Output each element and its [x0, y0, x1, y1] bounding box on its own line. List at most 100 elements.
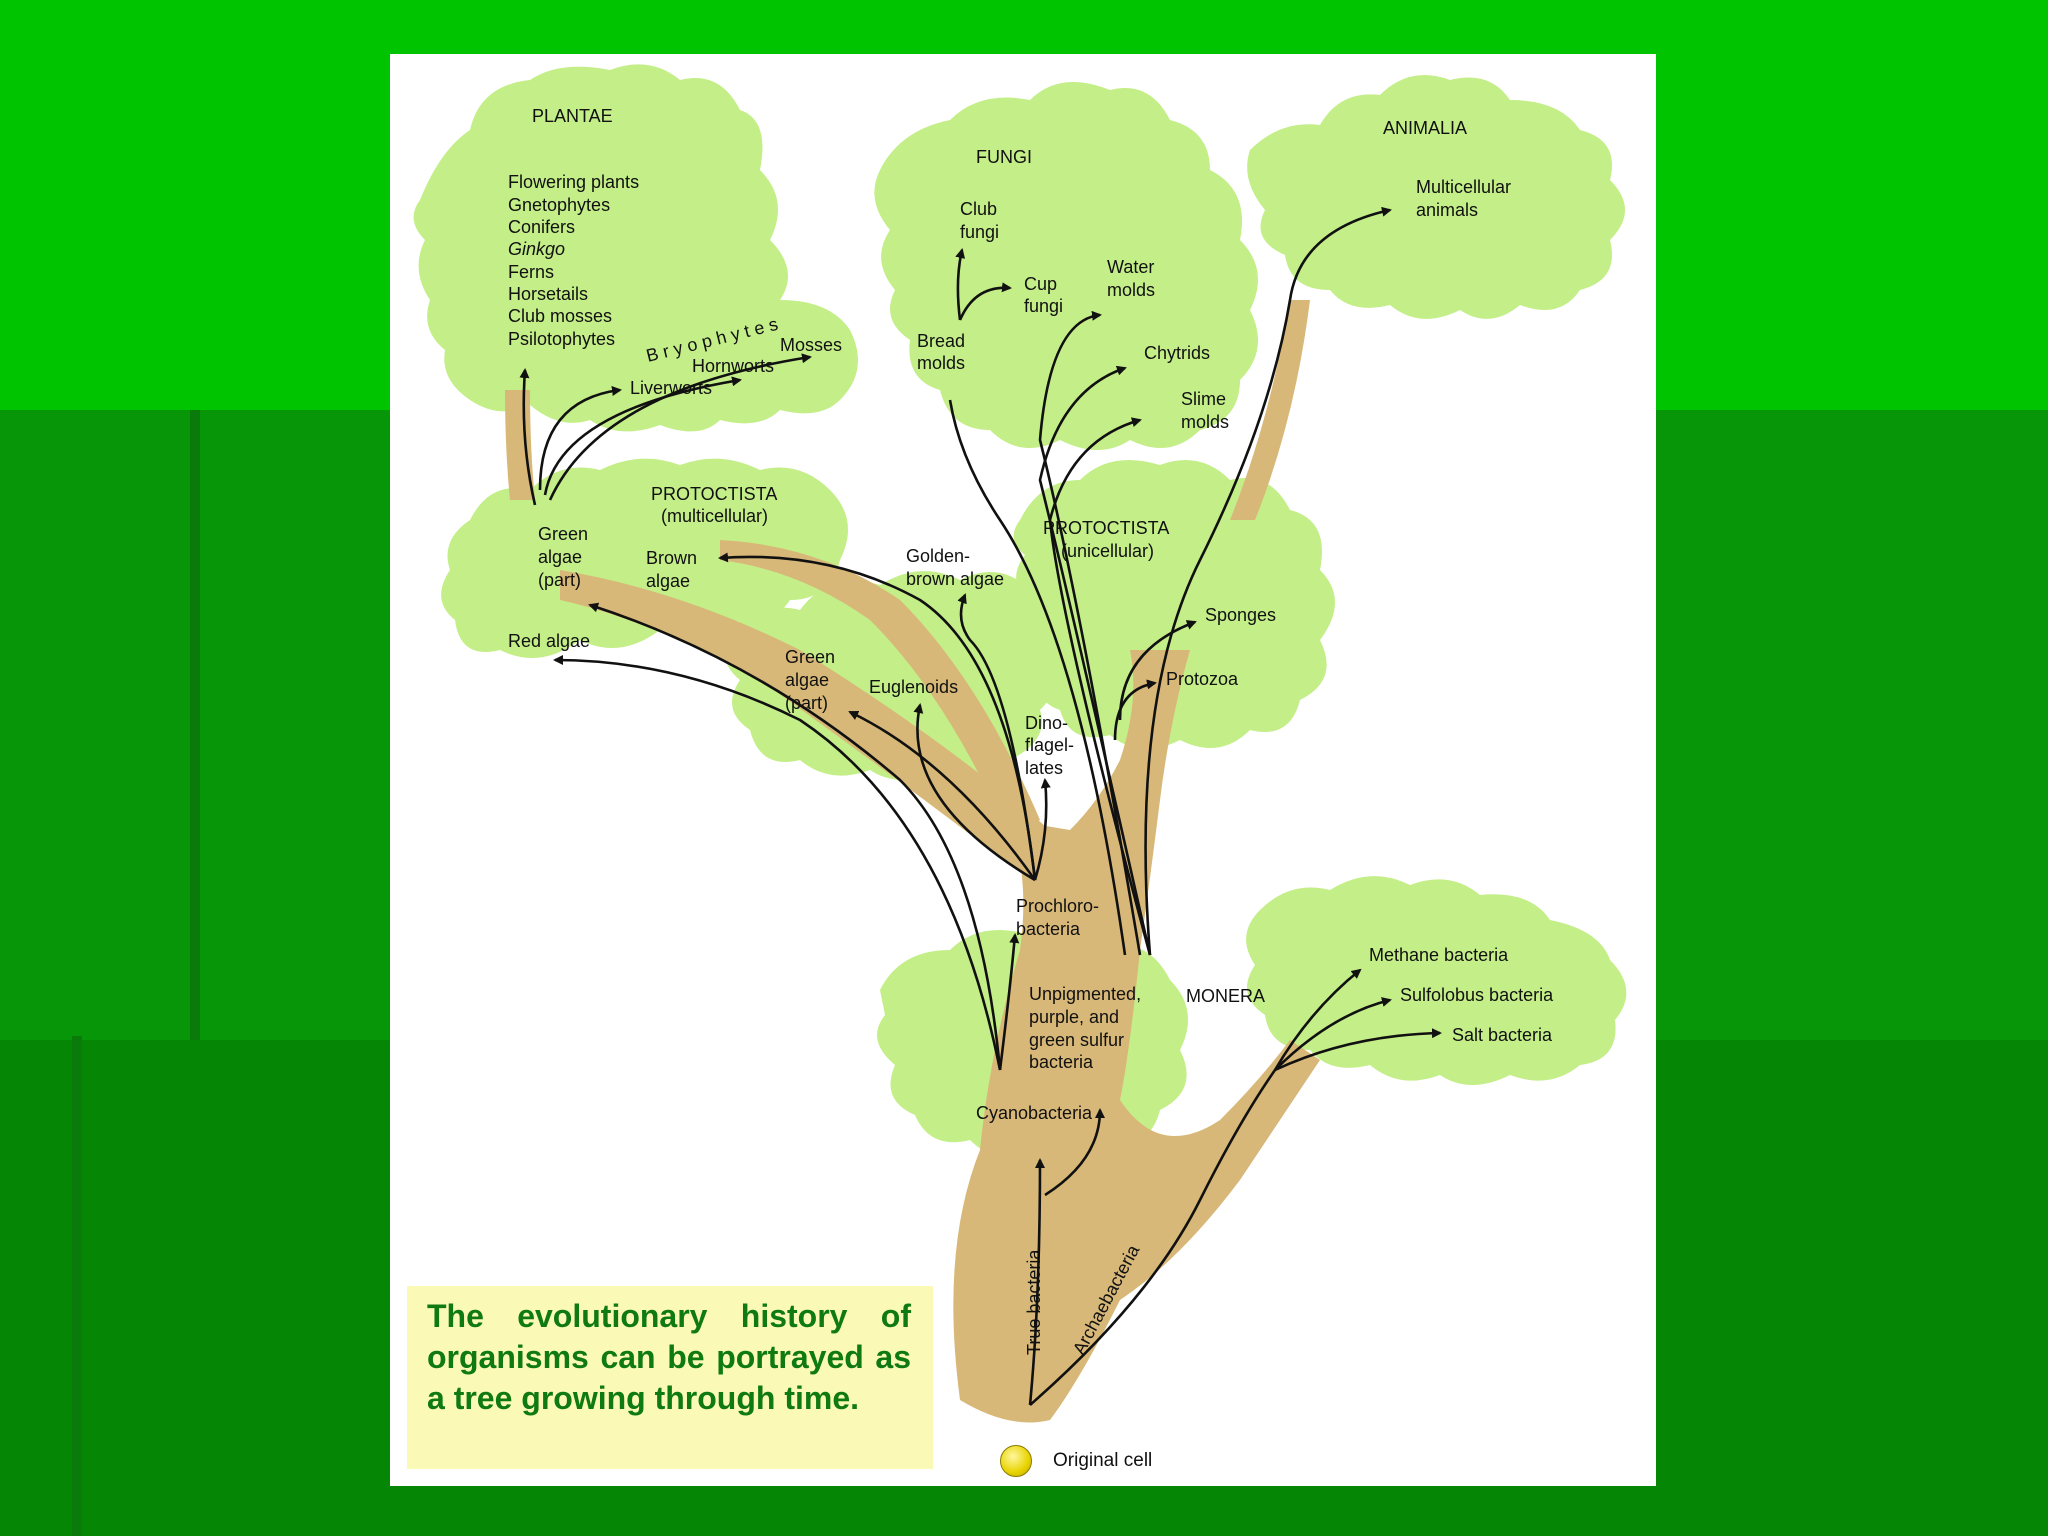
label-salt-bacteria: Salt bacteria [1452, 1025, 1553, 1045]
arrow-bread-club [955, 248, 966, 321]
original-cell-icon [1000, 1445, 1032, 1477]
foliage-animalia [1247, 75, 1625, 319]
label-mosses: Mosses [780, 335, 842, 355]
label-green-algae-2: (part) [785, 693, 828, 713]
label-multicellular-animals: animals [1416, 200, 1478, 220]
plantae-item: Conifers [508, 217, 575, 237]
arrow-to-bread-molds [948, 399, 1127, 956]
background-step-shadow [190, 410, 200, 1040]
label-cup-fungi: fungi [1024, 296, 1063, 316]
arrow-methane [1273, 968, 1362, 1071]
arrow-cyanobacteria-unpigmented [1044, 1108, 1105, 1197]
label-euglenoids: Euglenoids [869, 677, 958, 697]
label-bread-molds: Bread [917, 331, 965, 351]
arrow-to-plantae [519, 368, 537, 506]
label-brown-algae: algae [646, 571, 690, 591]
label-multicellular-animals: Multicellular [1416, 177, 1511, 197]
label-green-algae-2: Green [785, 647, 835, 667]
label-slime-molds: Slime [1181, 389, 1226, 409]
arrow-bread-cup [958, 282, 1012, 321]
label-protozoa: Protozoa [1166, 669, 1239, 689]
label-unpigmented: green sulfur [1029, 1030, 1124, 1050]
plantae-item: Horsetails [508, 284, 588, 304]
label-bread-molds: molds [917, 353, 965, 373]
foliage-protoctista-uni [1013, 460, 1335, 749]
label-cyanobacteria: Cyanobacteria [976, 1103, 1093, 1123]
arrow-true-bacteria-cyanobacteria [1028, 1158, 1045, 1406]
arrow-to-red-algae [553, 655, 1002, 1071]
label-unpigmented: purple, and [1029, 1007, 1119, 1027]
label-monera: MONERA [1186, 986, 1265, 1006]
arrow-to-green-algae-1 [588, 602, 1002, 1071]
arrow-to-hornworts [543, 376, 742, 496]
label-prochlorobacteria: bacteria [1016, 919, 1081, 939]
label-sponges: Sponges [1205, 605, 1276, 625]
label-liverworts: Liverworts [630, 378, 712, 398]
trunk-branch-animalia [1230, 300, 1310, 520]
arrow-to-dinoflagellates [1033, 778, 1051, 881]
arrow-to-euglenoids [913, 703, 1036, 882]
lineage-arrows [519, 206, 1442, 1406]
label-green-algae-1: algae [538, 547, 582, 567]
label-plantae: PLANTAE [532, 106, 613, 126]
label-animalia: ANIMALIA [1383, 118, 1467, 138]
background-step-shadow-lower [72, 1036, 82, 1536]
arrow-cyano-prochloro [998, 933, 1020, 1071]
label-golden-brown: Golden- [906, 546, 970, 566]
trunk-branch-brown [720, 540, 1040, 840]
trunk-main [953, 650, 1320, 1423]
foliage-protoctista-multi [441, 458, 848, 658]
arrow-archaebacteria [1029, 1069, 1277, 1406]
label-sulfolobus-bacteria: Sulfolobus bacteria [1400, 985, 1554, 1005]
label-green-algae-1: Green [538, 524, 588, 544]
label-brown-algae: Brown [646, 548, 697, 568]
arrow-salt [1274, 1028, 1442, 1072]
foliage-fungi [874, 82, 1258, 450]
label-hornworts: Hornworts [692, 356, 774, 376]
arrow-to-green-algae-2 [848, 710, 1037, 881]
figure-caption: The evolutionary history of organisms ca… [407, 1286, 933, 1469]
label-protoctista-uni: PROTOCTISTA [1043, 518, 1169, 538]
foliage-monera-right [1246, 876, 1627, 1085]
arrow-to-mosses [548, 353, 812, 501]
label-unpigmented: Unpigmented, [1029, 984, 1141, 1004]
label-protoctista-multi-sub: (multicellular) [661, 506, 768, 526]
arrow-to-protozoa [1113, 679, 1157, 741]
trunk-branch-left [560, 570, 1050, 880]
label-prochlorobacteria: Prochloro- [1016, 896, 1099, 916]
label-green-algae-1: (part) [538, 570, 581, 590]
label-club-fungi: Club [960, 199, 997, 219]
label-green-algae-2: algae [785, 670, 829, 690]
arrow-to-slime-molds [1048, 417, 1152, 956]
label-unpigmented: bacteria [1029, 1052, 1094, 1072]
plantae-item: Ginkgo [508, 239, 565, 259]
label-fungi: FUNGI [976, 147, 1032, 167]
label-protoctista-uni-sub: (unicellular) [1061, 541, 1154, 561]
label-cup-fungi: Cup [1024, 274, 1057, 294]
arrow-to-brown-algae [718, 552, 1037, 881]
arrow-to-animals [1144, 206, 1392, 956]
label-true-bacteria: True bacteria [1024, 1249, 1044, 1355]
label-methane-bacteria: Methane bacteria [1369, 945, 1509, 965]
label-dinoflagellates: lates [1025, 758, 1063, 778]
plantae-item: Club mosses [508, 306, 612, 326]
arrow-to-liverworts [538, 386, 622, 491]
label-dinoflagellates: flagel- [1025, 735, 1074, 755]
trunk [505, 300, 1320, 1423]
plantae-item: Psilotophytes [508, 329, 615, 349]
label-dinoflagellates: Dino- [1025, 713, 1068, 733]
plantae-item: Ferns [508, 262, 554, 282]
label-protoctista-multi: PROTOCTISTA [651, 484, 777, 504]
label-red-algae: Red algae [508, 631, 590, 651]
plantae-item: Gnetophytes [508, 195, 610, 215]
foliage-plantae [413, 64, 858, 432]
label-chytrids: Chytrids [1144, 343, 1210, 363]
original-cell-label: Original cell [1053, 1450, 1153, 1471]
plantae-item: Flowering plants [508, 172, 639, 192]
label-water-molds: Water [1107, 257, 1154, 277]
label-club-fungi: fungi [960, 222, 999, 242]
label-slime-molds: molds [1181, 412, 1229, 432]
label-water-molds: molds [1107, 280, 1155, 300]
arrow-sulfolobus [1274, 997, 1392, 1071]
